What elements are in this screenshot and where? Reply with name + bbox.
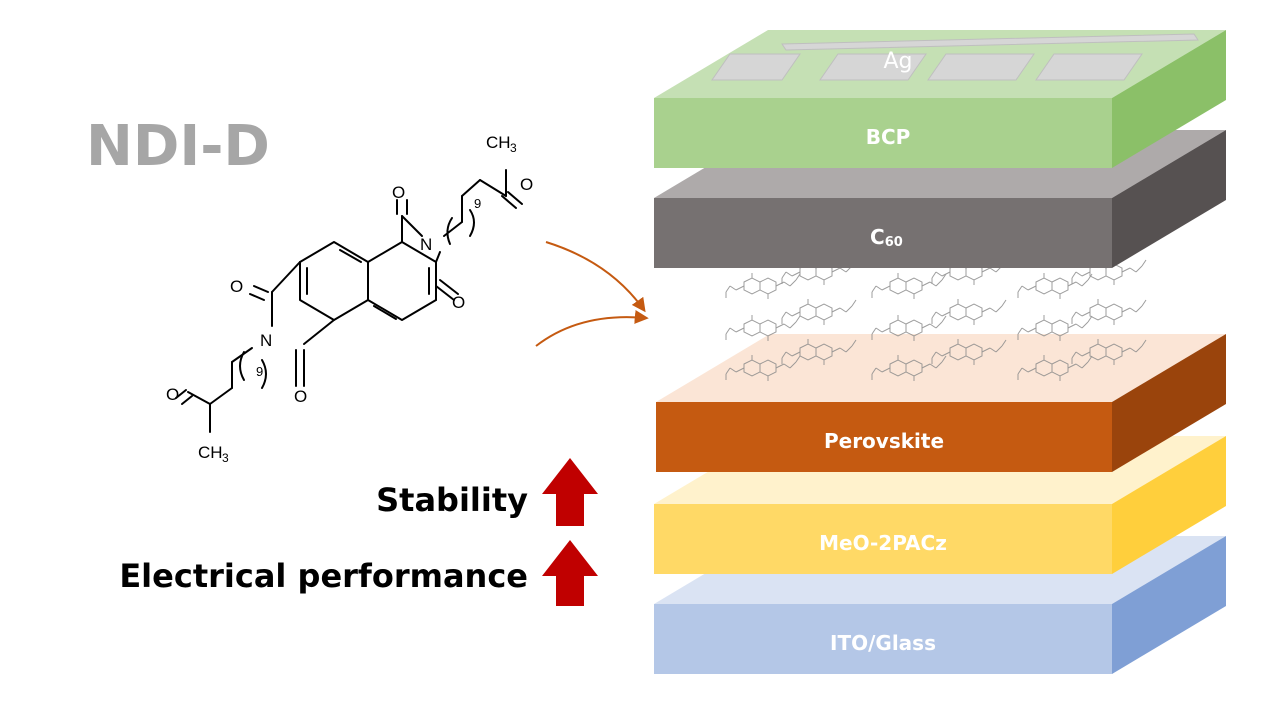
curved-arrow-upper — [545, 241, 646, 313]
meo-label: MeO-2PACz — [819, 531, 947, 555]
meo-side-face — [1112, 436, 1226, 574]
atom-o-bottom: O — [294, 387, 307, 406]
perovskite-front-face — [656, 402, 1112, 472]
atom-o-chain-top: O — [520, 175, 533, 194]
layer-bcp: BCP — [654, 30, 1226, 168]
c60-front-face — [654, 198, 1112, 268]
ag-electrodes: Ag — [711, 33, 1199, 81]
repeat-count-bottom: 9 — [256, 364, 263, 379]
c60-label: C60 — [870, 225, 903, 250]
bcp-label: BCP — [866, 125, 911, 149]
meo-front-face — [654, 504, 1112, 574]
ndi-d-final-molecule — [150, 165, 523, 475]
ag-finger-4 — [1035, 53, 1143, 81]
c60-side-face — [1112, 130, 1226, 268]
c60-main: C — [870, 225, 885, 249]
c60-sub: 60 — [885, 235, 903, 250]
bcp-front-face — [654, 98, 1112, 168]
perovskite-side-face — [1112, 334, 1226, 472]
interlayer-molecule — [1071, 298, 1147, 326]
methyl-top: CH 3 — [486, 133, 517, 155]
interlayer-molecule — [725, 272, 801, 300]
methyl-top-sub: 3 — [510, 141, 517, 155]
atom-o-right: O — [452, 293, 465, 312]
interlayer-molecule — [1017, 272, 1093, 300]
claim-electrical: Electrical performance — [119, 540, 598, 606]
atom-o-left: O — [230, 277, 243, 296]
ag-busbar — [781, 33, 1199, 51]
electrical-text: Electrical performance — [119, 557, 528, 595]
perovskite-top-face — [656, 334, 1226, 402]
methyl-bottom-sub: 3 — [222, 451, 229, 465]
interlayer-molecule — [781, 298, 857, 326]
ag-finger-3 — [927, 53, 1035, 81]
bcp-side-face — [1112, 30, 1226, 168]
ag-finger-1 — [711, 53, 801, 81]
ag-label: Ag — [883, 49, 912, 74]
atom-o-top: O — [392, 183, 405, 202]
ag-finger-2 — [819, 53, 927, 81]
methyl-bottom-ch: CH — [198, 443, 223, 462]
atom-labels: O N O O N O O O 9 9 CH 3 CH 3 — [166, 133, 533, 465]
layer-perovskite: Perovskite — [656, 334, 1226, 472]
stability-text: Stability — [376, 481, 528, 519]
claim-stability: Stability — [376, 458, 598, 526]
perovskite-label: Perovskite — [824, 429, 944, 453]
stability-up-arrow — [542, 458, 598, 526]
methyl-top-ch: CH — [486, 133, 511, 152]
ito-side-face — [1112, 536, 1226, 674]
curved-arrow-lower — [535, 310, 649, 347]
electrical-up-arrow — [542, 540, 598, 606]
atom-n-right: N — [420, 235, 432, 254]
ito-label: ITO/Glass — [830, 631, 936, 655]
repeat-count-top: 9 — [474, 196, 481, 211]
ito-front-face — [654, 604, 1112, 674]
atom-n-left: N — [260, 331, 272, 350]
atom-o-chain-bottom: O — [166, 385, 179, 404]
interlayer-molecule — [871, 272, 947, 300]
methyl-bottom: CH 3 — [198, 443, 229, 465]
